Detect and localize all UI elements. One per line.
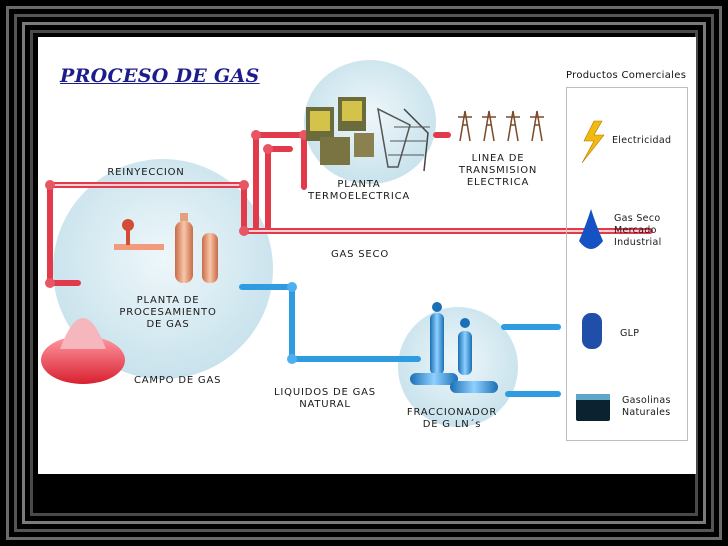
processing-plant-icon	[114, 213, 218, 283]
page-title: PROCESO DE GAS	[60, 65, 260, 87]
gasoline-container-icon	[576, 394, 610, 421]
label-reinyeccion: REINYECCION	[107, 167, 185, 178]
products-panel	[566, 87, 688, 441]
lightning-icon	[581, 120, 605, 164]
transmission-towers-icon	[458, 110, 544, 142]
gas-process-diagram	[41, 60, 653, 427]
fractionator-icon	[410, 302, 498, 393]
gas-flare-icon	[60, 318, 106, 349]
label-liquidos-gas-natural: LIQUIDOS DE GAS NATURAL	[274, 387, 376, 410]
gas-drop-icon	[579, 209, 603, 249]
thermoelectric-plant-icon	[306, 97, 430, 172]
gasoline-surface	[576, 394, 610, 400]
frame-ring	[30, 30, 698, 516]
label-planta-procesamiento: PLANTA DE PROCESAMIENTO DE GAS	[119, 295, 217, 330]
red-pipe-highlights	[50, 184, 650, 232]
processing-plant-circle	[53, 159, 273, 379]
label-fraccionador: FRACCIONADOR DE G LN´s	[406, 407, 498, 430]
label-linea-transmision: LINEA DE TRANSMISION ELECTRICA	[458, 153, 538, 188]
slide: PROCESO DE GAS REINYECCION PLANTA TERMOE…	[38, 37, 696, 474]
blue-pipe-joints	[287, 282, 297, 364]
glp-tank-icon	[582, 313, 602, 349]
product-gasolinas: Gasolinas Naturales	[622, 395, 671, 418]
blue-liquid-pipes	[239, 284, 561, 397]
frame-ring	[14, 14, 714, 532]
product-glp: GLP	[620, 328, 640, 339]
frame-ring	[6, 6, 722, 540]
label-gas-seco: GAS SECO	[330, 249, 390, 260]
label-planta-termoelectrica: PLANTA TERMOELECTRICA	[307, 179, 411, 202]
label-campo-de-gas: CAMPO DE GAS	[134, 375, 222, 386]
products-title: Productos Comerciales	[566, 70, 687, 81]
product-electricidad: Electricidad	[612, 135, 672, 146]
product-gas-seco: Gas Seco Mercado Industrial	[614, 213, 662, 248]
frame-ring	[22, 22, 706, 524]
red-pipe-joints	[45, 130, 309, 288]
